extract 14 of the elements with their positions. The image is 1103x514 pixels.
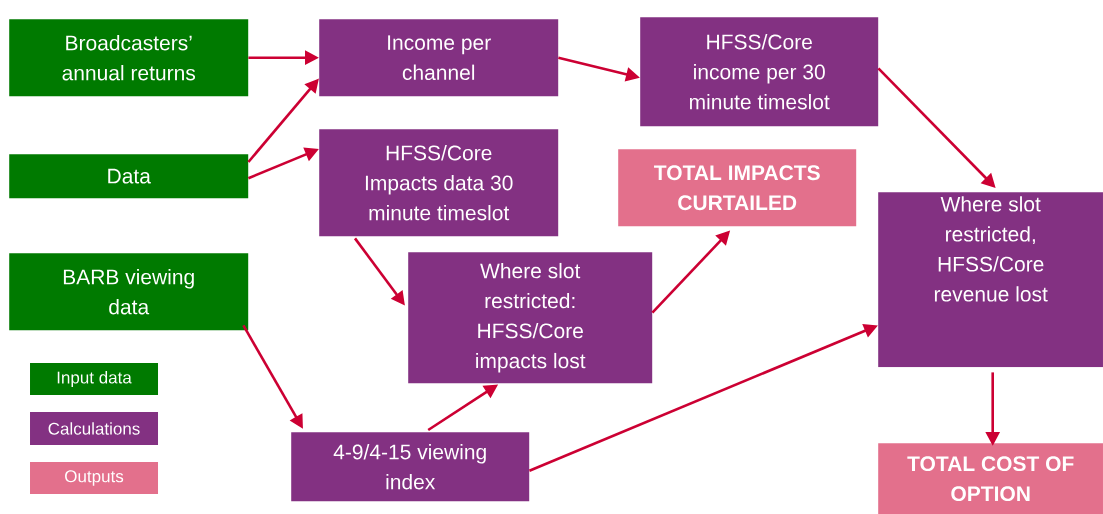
legend-label: Outputs	[65, 470, 124, 486]
calculation-box: HFSS/Core income per 30 minute timeslot	[640, 17, 879, 127]
output-box: TOTAL COST OF OPTION	[878, 443, 1103, 514]
legend-label: Calculations	[48, 422, 140, 435]
calculation-box: Income per channel	[319, 19, 559, 97]
calculation-box: Where slot restricted, HFSS/Core revenue lost	[878, 192, 1103, 368]
legend-label: Input data	[57, 371, 132, 387]
calculation-box: 4-9/4-15 viewing index	[291, 432, 530, 502]
calculation-box: HFSS/Core Impacts data 30 minute timeslot	[319, 129, 559, 237]
input-box: Broadcasters’ annual returns	[9, 19, 249, 97]
calculation-box: Where slot restricted: HFSS/Core impacts lost	[408, 252, 653, 384]
input-box: Data	[9, 154, 249, 199]
output-box: TOTAL IMPACTS CURTAILED	[618, 149, 857, 227]
input-box: BARB viewing data	[9, 253, 249, 331]
